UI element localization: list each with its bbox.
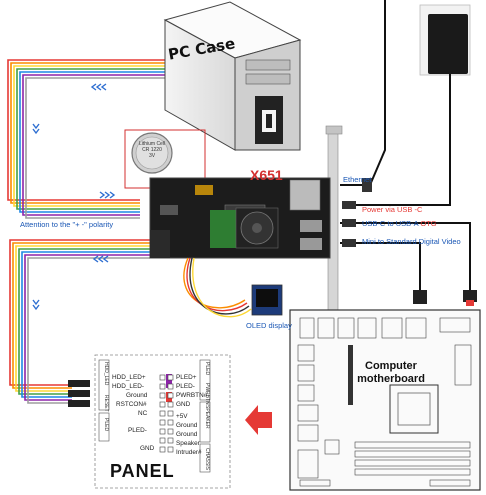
left-pin-6: PLED- <box>128 427 147 434</box>
header-pin <box>159 383 166 390</box>
panel-pin-grid <box>159 374 174 453</box>
right-pin-1: PLED+ <box>176 374 197 381</box>
header-pin <box>159 401 166 408</box>
oled-label: OLED display <box>246 321 292 330</box>
header-pin <box>159 428 166 435</box>
header-pin <box>159 446 166 453</box>
header-pin <box>167 374 174 381</box>
board-title: X651 <box>250 167 283 183</box>
header-pin <box>167 392 174 399</box>
right-pin-5: +5V <box>176 413 188 420</box>
header-pin <box>167 401 174 408</box>
left-pin-1: HDD_LED+ <box>112 374 146 381</box>
vertical-label-chassis: CHASSIS <box>204 448 210 470</box>
motherboard-label: Computer motherboard <box>357 360 425 385</box>
right-pin-7: Ground <box>176 431 198 438</box>
power-label: Power via USB -C <box>362 205 423 214</box>
right-pin-8: Speaker <box>176 440 200 447</box>
header-pin <box>167 437 174 444</box>
battery-label: Lithium Cell CR 1220 3V <box>135 141 169 159</box>
left-pin-2: HDD_LED- <box>112 383 144 390</box>
x651-board-illustration <box>149 177 331 259</box>
red-arrow <box>245 405 272 435</box>
vertical-label-pled-left: PLED <box>103 418 109 432</box>
ribbon-cable-top <box>7 59 200 219</box>
usb-label: USB-C to USB-A OTG <box>362 220 437 228</box>
header-pin <box>159 437 166 444</box>
power-adapter-illustration <box>350 4 471 206</box>
vertical-label-pwrbtn: PWRBTN <box>204 383 210 405</box>
ethernet-label: Ethernet <box>343 175 372 184</box>
panel-connectors <box>68 380 90 407</box>
right-pin-2: PLED- <box>176 383 195 390</box>
cable-plugs <box>342 178 477 306</box>
battery-line-3: 3V <box>148 152 156 159</box>
polarity-note: Attention to the "+ -" polarity <box>20 220 114 229</box>
left-pin-3: Ground <box>126 392 148 399</box>
motherboard-illustration <box>289 309 481 491</box>
header-pin <box>159 419 166 426</box>
left-pin-7: GND <box>140 445 155 452</box>
vertical-label-pled-right: PLED <box>204 362 210 376</box>
header-pin <box>159 374 166 381</box>
header-pin <box>167 419 174 426</box>
battery-line-1: Lithium Cell <box>138 141 166 147</box>
header-pin <box>159 410 166 417</box>
header-pin <box>167 383 174 390</box>
right-pin-3: PWRBTN# <box>176 392 208 399</box>
vertical-label-speaker: SPEAKER <box>204 405 210 429</box>
oled-display-illustration <box>251 284 283 316</box>
header-pin <box>167 446 174 453</box>
external-cables <box>340 0 471 295</box>
pc-case-illustration <box>163 1 302 151</box>
right-pin-9: Intruder# <box>176 449 202 456</box>
oled-cable <box>183 257 252 318</box>
usb-label-otg: OTG <box>420 219 437 228</box>
battery-line-2: CR 1220 <box>142 146 162 153</box>
header-pin <box>167 410 174 417</box>
vertical-label-hdd-led: HDD_LED <box>103 362 109 386</box>
right-pin-6: Ground <box>176 422 198 429</box>
flow-arrows <box>32 83 116 311</box>
battery-illustration <box>124 129 206 189</box>
vertical-label-reset: RESET <box>103 395 109 412</box>
ribbon-cable-bottom <box>9 239 150 404</box>
right-pin-4: GND <box>176 401 191 408</box>
header-pin <box>159 392 166 399</box>
video-label: Mini to Standard Digital Video <box>362 237 461 246</box>
header-pin <box>167 428 174 435</box>
left-pin-4: RSTCON# <box>116 401 147 408</box>
left-pin-5: NC <box>138 410 148 417</box>
usb-label-prefix: USB-C to USB-A <box>362 219 421 228</box>
panel-title: PANEL <box>110 461 175 481</box>
